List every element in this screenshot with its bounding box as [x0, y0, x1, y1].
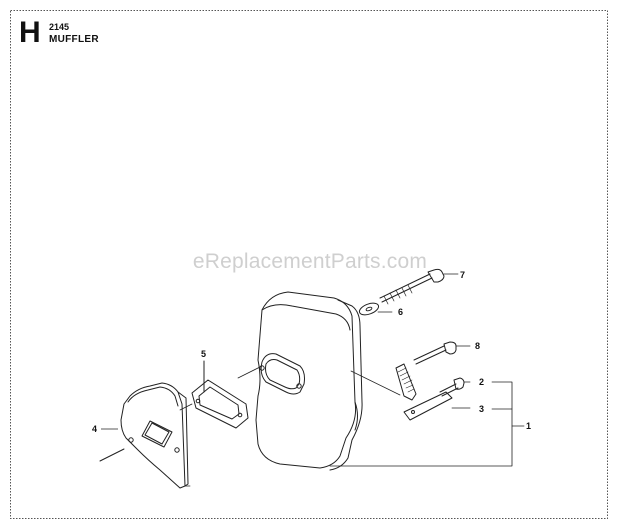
part-5-gasket — [191, 360, 249, 429]
part-1-muffler — [255, 291, 363, 471]
callout-7: 7 — [460, 270, 465, 280]
part-4-heat-shield — [99, 382, 189, 489]
callout-6: 6 — [398, 307, 403, 317]
part-3-bracket — [395, 363, 471, 421]
section-letter: H — [19, 16, 41, 49]
callout-8: 8 — [475, 341, 480, 351]
diagram-title: MUFFLER — [49, 34, 99, 45]
callout-3: 3 — [479, 404, 484, 414]
watermark: eReplacementParts.com — [192, 250, 428, 273]
callout-1: 1 — [526, 421, 531, 431]
part-7-bolt — [379, 268, 459, 305]
part-2-screw — [439, 377, 471, 397]
callout-4: 4 — [92, 424, 97, 434]
part-6-washer — [358, 302, 393, 316]
callout-5: 5 — [201, 349, 206, 359]
model-number: 2145 — [49, 22, 70, 32]
part-8-screw — [413, 341, 471, 365]
page-border — [10, 10, 608, 519]
callout-2: 2 — [479, 377, 484, 387]
